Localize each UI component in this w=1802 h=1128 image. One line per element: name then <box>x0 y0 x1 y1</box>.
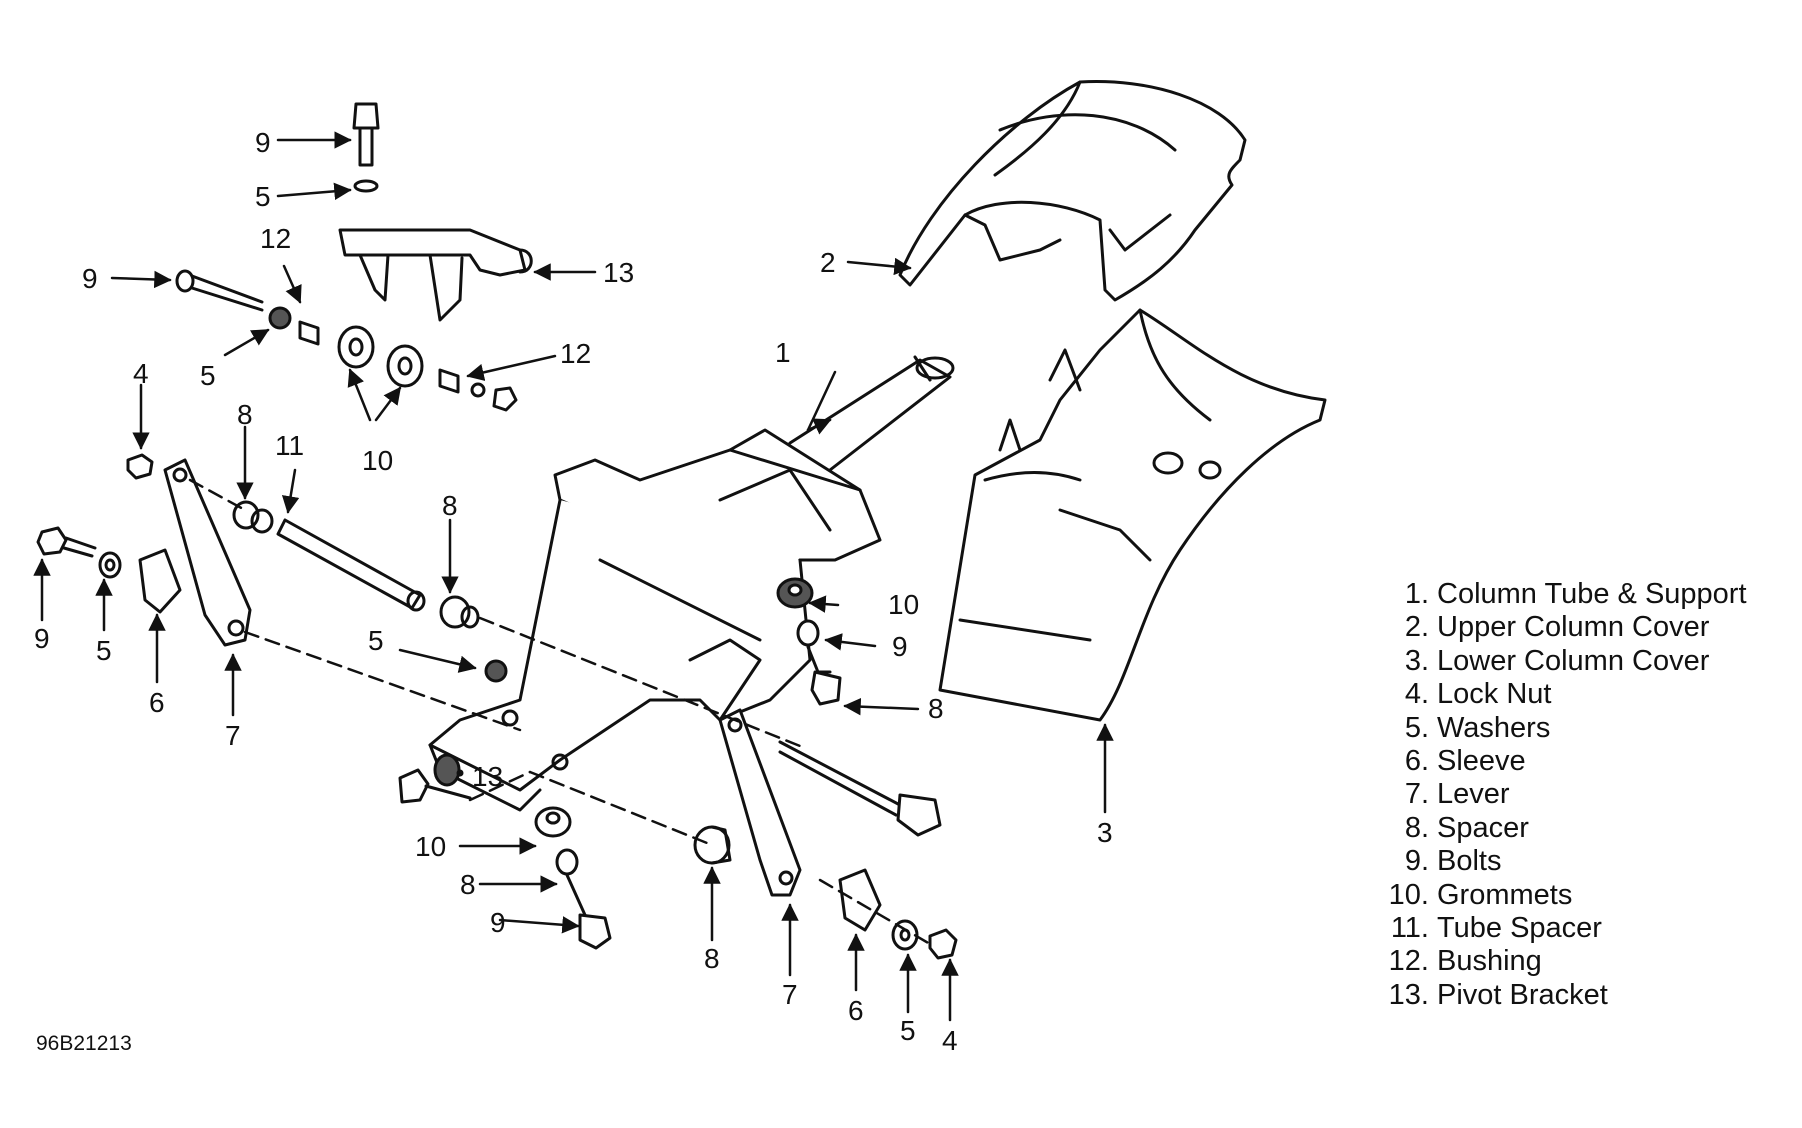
legend-label: Sleeve <box>1437 745 1526 778</box>
callout-13-top: 13 <box>603 257 634 288</box>
legend-item-3: 3.Lower Column Cover <box>1385 645 1747 678</box>
callout-8-mid: 8 <box>442 490 458 521</box>
legend-number: 13. <box>1388 978 1429 1011</box>
legend-number: 10. <box>1388 878 1429 911</box>
callout-9-top: 9 <box>255 127 271 158</box>
legend-label: Washers <box>1437 711 1551 744</box>
legend-item-13: 13.Pivot Bracket <box>1385 979 1747 1012</box>
legend-item-7: 7.Lever <box>1385 778 1747 811</box>
legend-item-9: 9.Bolts <box>1385 845 1747 878</box>
legend-item-4: 4.Lock Nut <box>1385 678 1747 711</box>
legend-label: Lower Column Cover <box>1437 644 1710 677</box>
legend-item-12: 12.Bushing <box>1385 945 1747 978</box>
callout-1: 1 <box>775 337 791 368</box>
legend-item-11: 11.Tube Spacer <box>1385 912 1747 945</box>
legend-label: Pivot Bracket <box>1437 978 1608 1011</box>
lower-column-cover <box>938 308 1327 722</box>
callout-8-lower: 8 <box>704 943 720 974</box>
parts-legend: 1.Column Tube & Support 2.Upper Column C… <box>1385 578 1747 1012</box>
legend-label: Column Tube & Support <box>1437 578 1747 610</box>
legend-number: 7. <box>1404 778 1429 811</box>
legend-label: Upper Column Cover <box>1437 611 1710 644</box>
legend-number: 8. <box>1404 811 1429 844</box>
legend-number: 5. <box>1404 711 1429 744</box>
assembly-lines <box>188 478 932 946</box>
legend-item-2: 2.Upper Column Cover <box>1385 611 1747 644</box>
callout-10-top: 10 <box>362 445 393 476</box>
callout-6-left: 6 <box>149 687 165 718</box>
callout-numbers: 9 5 12 13 9 5 12 10 4 8 11 8 1 2 10 9 8 … <box>34 127 1113 1056</box>
callout-4-right: 4 <box>942 1025 958 1056</box>
legend-number: 3. <box>1404 644 1429 677</box>
callout-7-right: 7 <box>782 979 798 1010</box>
legend-number: 9. <box>1404 845 1429 878</box>
callout-8-right: 8 <box>928 693 944 724</box>
callout-12-right: 12 <box>560 338 591 369</box>
callout-3: 3 <box>1097 817 1113 848</box>
callout-6-right: 6 <box>848 995 864 1026</box>
callout-7-left: 7 <box>225 720 241 751</box>
callout-10-bottom: 10 <box>415 831 446 862</box>
legend-number: 4. <box>1404 678 1429 711</box>
legend-item-5: 5.Washers <box>1385 712 1747 745</box>
legend-label: Lock Nut <box>1437 678 1552 711</box>
callout-5-farleft: 5 <box>96 635 112 666</box>
callout-5-center: 5 <box>368 625 384 656</box>
callout-12-top: 12 <box>260 223 291 254</box>
legend-label: Lever <box>1437 778 1510 811</box>
upper-column-cover <box>898 80 1247 302</box>
legend-label: Grommets <box>1437 878 1573 911</box>
legend-item-8: 8.Spacer <box>1385 812 1747 845</box>
legend-number: 11. <box>1390 912 1429 945</box>
figure-id: 96B21213 <box>36 1032 132 1055</box>
callout-5-top: 5 <box>255 181 271 212</box>
legend-label: Spacer <box>1437 811 1529 844</box>
callout-9-farleft: 9 <box>34 623 50 654</box>
legend-number: 1. <box>1404 578 1429 610</box>
legend-number: 6. <box>1404 745 1429 778</box>
callout-4-left: 4 <box>133 358 149 389</box>
fasteners <box>36 102 958 960</box>
legend-item-6: 6.Sleeve <box>1385 745 1747 778</box>
callout-11: 11 <box>275 430 304 461</box>
callout-leaders <box>33 131 1114 1022</box>
legend-label: Bolts <box>1437 845 1502 878</box>
column-tube-support <box>428 355 955 812</box>
callout-13-center: 13 <box>472 761 503 792</box>
legend-item-10: 10.Grommets <box>1385 879 1747 912</box>
legend-label: Tube Spacer <box>1437 912 1602 945</box>
legend-number: 12. <box>1388 945 1429 978</box>
callout-5-right: 5 <box>900 1015 916 1046</box>
callout-9-left: 9 <box>82 263 98 294</box>
callout-8-left: 8 <box>237 399 253 430</box>
callout-9-bottom: 9 <box>490 907 506 938</box>
callout-10-right: 10 <box>888 589 919 620</box>
legend-label: Bushing <box>1437 945 1542 978</box>
legend-number: 2. <box>1404 611 1429 644</box>
legend-item-1: 1.Column Tube & Support <box>1385 578 1747 611</box>
callout-9-right: 9 <box>892 631 908 662</box>
pivot-bracket <box>338 228 533 322</box>
callout-2: 2 <box>820 247 836 278</box>
callout-5-left: 5 <box>200 360 216 391</box>
callout-8-bottom: 8 <box>460 869 476 900</box>
